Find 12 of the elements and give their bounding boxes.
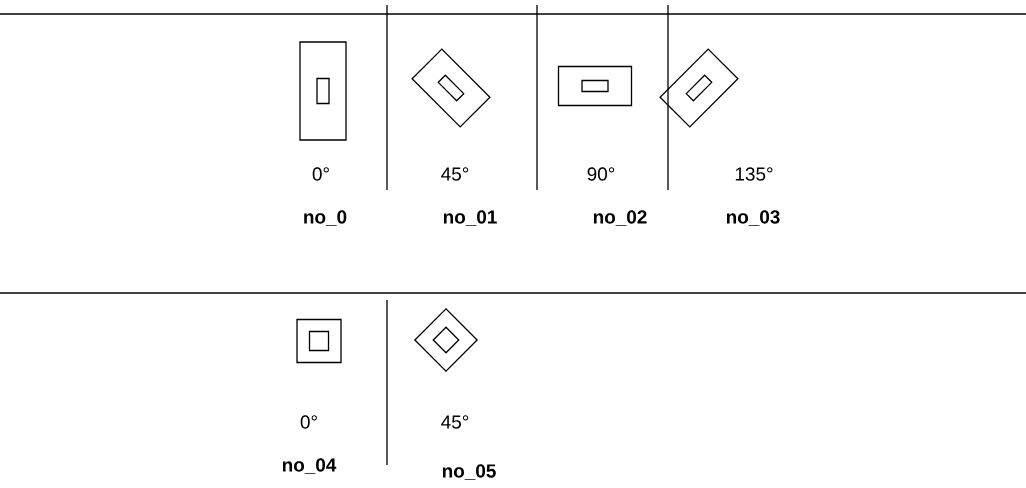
name-label: no_04 — [282, 458, 337, 474]
angle-label: 45° — [441, 415, 469, 429]
name-label: no_02 — [593, 210, 647, 226]
angle-label: 135° — [735, 167, 773, 181]
angle-label: 0° — [312, 167, 329, 181]
angle-label: 0° — [300, 415, 317, 429]
angle-label: 90° — [587, 167, 615, 181]
name-label: no_03 — [726, 210, 780, 226]
name-label: no_01 — [443, 210, 497, 226]
name-label: no_0 — [304, 210, 347, 226]
angle-label: 45° — [441, 167, 469, 181]
name-label: no_05 — [442, 464, 496, 480]
